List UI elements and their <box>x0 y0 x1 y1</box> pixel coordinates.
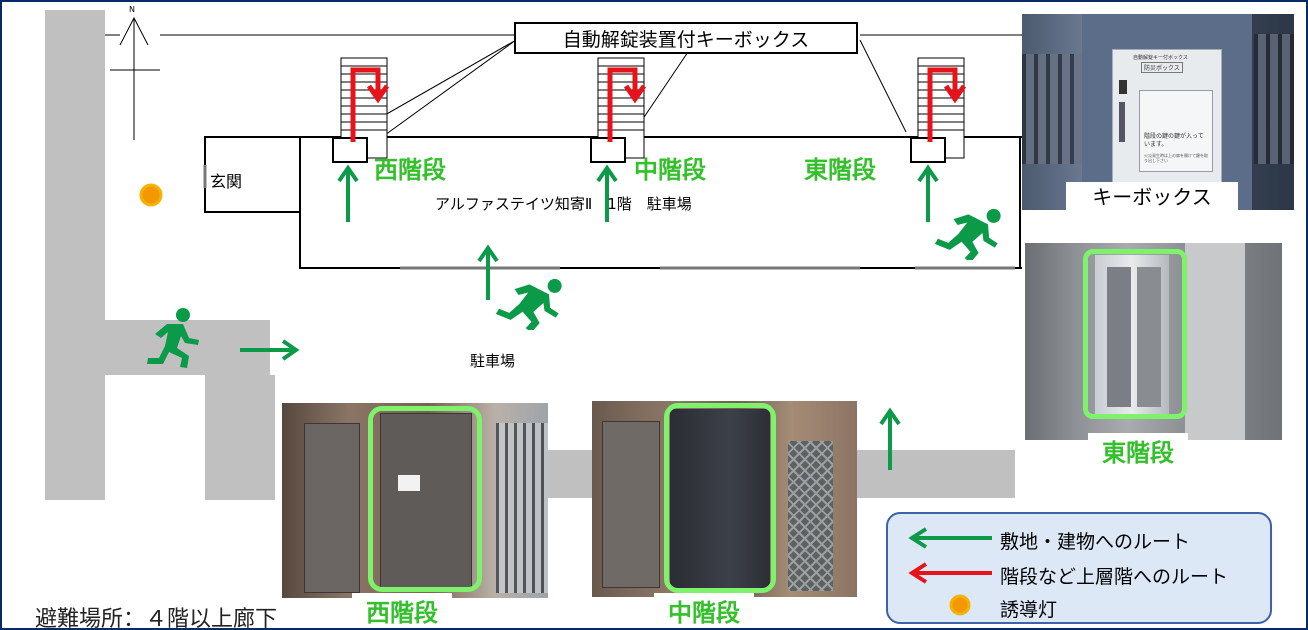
keybox-sign-main: 階段の鍵の鍵が入っています。 <box>1144 133 1204 148</box>
legend-box <box>886 512 1272 624</box>
east-door-glass <box>1107 267 1131 407</box>
running-man-icon-2 <box>496 278 562 330</box>
guide-light-icon <box>139 183 163 207</box>
keybox-sign-title: 自動解錠キー付ボックス <box>1133 55 1188 61</box>
east-stairs-photo <box>1025 243 1282 440</box>
east-door-glass-2 <box>1137 267 1161 407</box>
keybox-handle <box>1119 80 1127 94</box>
center-door <box>670 409 770 589</box>
legend-item-route: 敷地・建物へのルート <box>1000 531 1191 553</box>
keybox-photo: 自動解錠キー付ボックス 防災ボックス 階段の鍵の鍵が入っています。 火災発生時は… <box>1022 14 1294 210</box>
route-arrows <box>240 164 939 470</box>
evacuation-place: 避難場所：４階以上廊下 <box>35 607 278 630</box>
west-stairs-photo <box>282 403 548 598</box>
keybox-panel: 階段の鍵の鍵が入っています。 火災発生時は上の扉を開けて鍵を取り出し下さい <box>1139 90 1213 172</box>
stair-label-center: 中階段 <box>634 156 706 184</box>
legend-item-upper: 階段など上層階へのルート <box>1000 566 1229 588</box>
keybox-bike-rack <box>1022 54 1082 164</box>
legend-red-arrow-icon <box>908 562 992 584</box>
keybox-callout: 自動解錠装置付キーボックス <box>514 22 858 54</box>
center-fence <box>788 441 833 591</box>
west-bike-rack <box>496 423 548 593</box>
walkway-vertical <box>45 10 105 500</box>
east-stairs-caption: 東階段 <box>1088 433 1188 468</box>
keybox-bike-rack-right <box>1254 34 1294 164</box>
west-stairs-caption: 西階段 <box>352 593 452 628</box>
east-pillar <box>1185 243 1245 440</box>
keybox-sign-note: 火災発生時は上の扉を開けて鍵を取り出し下さい <box>1144 153 1208 163</box>
walkway-horizontal <box>105 320 270 375</box>
west-door-sign <box>398 475 420 491</box>
walkway-drop <box>205 375 275 500</box>
stair-label-east: 東階段 <box>804 156 876 184</box>
center-stairs-photo <box>592 401 857 597</box>
east-highlight <box>1083 249 1187 419</box>
door-marks <box>203 165 1015 270</box>
west-door-left <box>304 423 360 593</box>
running-man-icon-3 <box>935 208 1001 260</box>
up-route-arrows <box>350 67 967 142</box>
center-highlight <box>664 403 776 593</box>
running-man-icon <box>147 308 199 368</box>
center-stairs-caption: 中階段 <box>654 593 754 628</box>
west-door-right <box>380 413 472 591</box>
legend-guide-light-icon <box>949 594 971 616</box>
north-compass <box>110 16 160 140</box>
keybox-slot <box>1119 102 1125 142</box>
entrance-label: 玄関 <box>210 172 243 191</box>
keybox-sign-sub: 防災ボックス <box>1141 62 1183 73</box>
stair-label-west: 西階段 <box>374 156 446 184</box>
legend-item-guide-light: 誘導灯 <box>1000 599 1058 621</box>
parking-label: 駐車場 <box>470 352 516 370</box>
north-label: N <box>129 5 135 14</box>
building-label: アルファステイツ知寄Ⅱ 1階 駐車場 <box>435 195 692 213</box>
west-highlight <box>368 406 482 592</box>
keybox-caption: キーボックス <box>1066 182 1238 210</box>
center-door-left <box>602 421 660 588</box>
keybox-cabinet: 自動解錠キー付ボックス 防災ボックス 階段の鍵の鍵が入っています。 火災発生時は… <box>1112 49 1222 191</box>
legend-green-arrow-icon <box>908 527 992 549</box>
